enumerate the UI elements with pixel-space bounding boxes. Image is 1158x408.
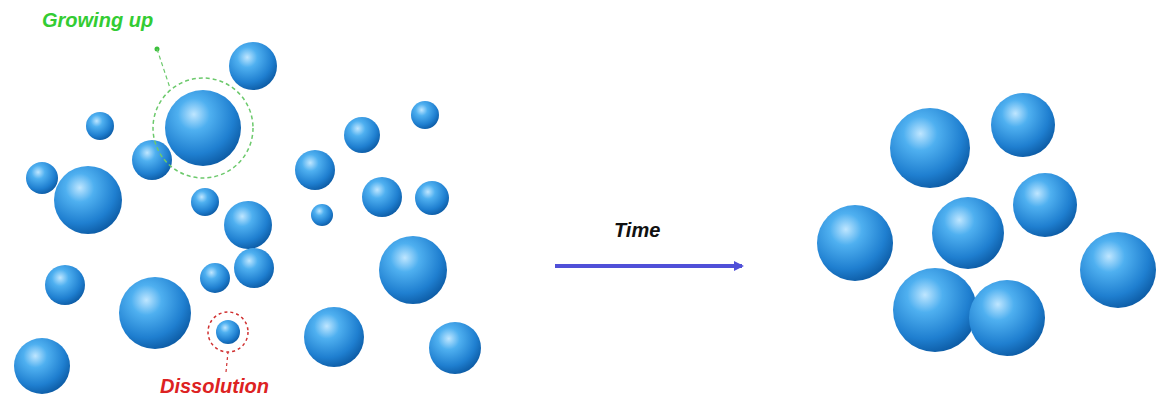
particle-sphere: [304, 307, 364, 367]
particle-sphere: [229, 42, 277, 90]
particle-sphere: [890, 108, 970, 188]
particle-sphere: [1013, 173, 1077, 237]
particle-sphere: [45, 265, 85, 305]
particle-sphere: [991, 93, 1055, 157]
particle-sphere: [132, 140, 172, 180]
particle-sphere: [429, 322, 481, 374]
particle-sphere: [191, 188, 219, 216]
particle-sphere: [817, 205, 893, 281]
dissolution-ring: [208, 312, 248, 352]
particle-sphere: [362, 177, 402, 217]
particle-sphere: [415, 181, 449, 215]
dissolution-label: Dissolution: [160, 374, 269, 398]
particle-sphere: [224, 201, 272, 249]
particle-sphere: [1080, 232, 1156, 308]
particle-sphere: [295, 150, 335, 190]
particle-spheres: [14, 42, 1156, 394]
growth-label: Growing up: [42, 8, 153, 32]
particle-sphere: [14, 338, 70, 394]
particle-sphere: [969, 280, 1045, 356]
particle-sphere: [344, 117, 380, 153]
particle-sphere: [893, 268, 977, 352]
leader-line: [226, 352, 228, 372]
particle-sphere: [411, 101, 439, 129]
particle-sphere: [311, 204, 333, 226]
particle-sphere: [379, 236, 447, 304]
particle-sphere: [26, 162, 58, 194]
particle-sphere: [932, 197, 1004, 269]
particle-sphere: [86, 112, 114, 140]
particle-sphere: [234, 248, 274, 288]
particle-sphere: [200, 263, 230, 293]
particle-sphere: [54, 166, 122, 234]
time-arrow: [555, 264, 742, 268]
growth-ring: [153, 78, 253, 178]
particle-sphere: [165, 90, 241, 166]
particle-sphere: [216, 320, 240, 344]
time-label: Time: [614, 218, 660, 242]
particle-sphere: [119, 277, 191, 349]
leader-line: [157, 49, 170, 88]
